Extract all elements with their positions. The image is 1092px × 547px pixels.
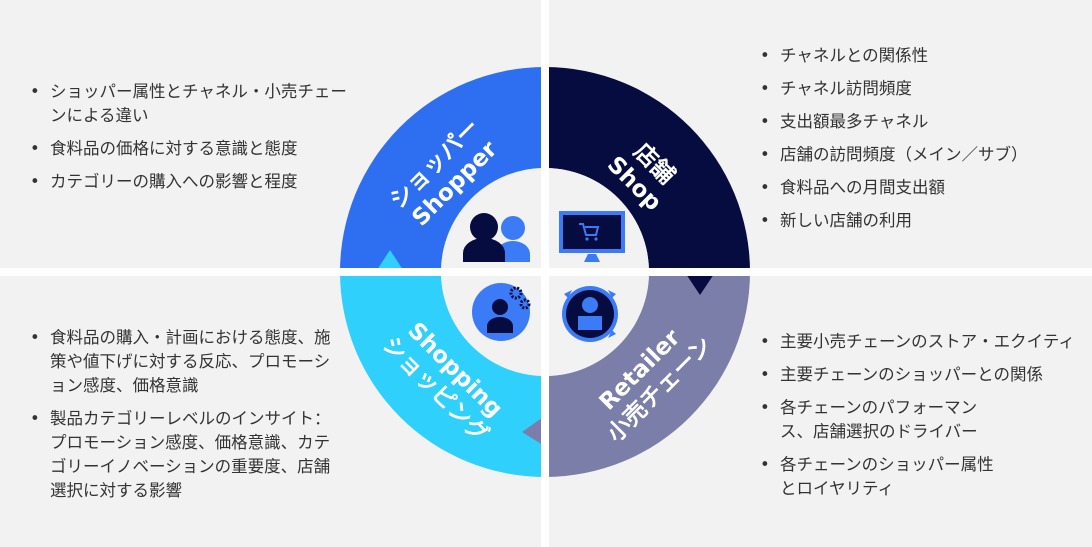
ring — [340, 67, 750, 477]
list-item: 主要小売チェーンのストア・エクイティ — [758, 330, 1075, 354]
shopping-list: 食料品の購入・計画における態度、施策や値下げに対する反応、プロモーション感度、価… — [28, 326, 338, 512]
list-item: 主要チェーンのショッパーとの関係 — [758, 363, 1043, 387]
shopping-behavior-icon — [472, 283, 531, 341]
arrow-notch — [684, 271, 716, 295]
shopper-list: ショッパー属性とチャネル・小売チェーンによる違い 食料品の価格に対する意識と態度… — [28, 80, 348, 203]
online-shop-monitor-icon — [559, 211, 625, 262]
shopper-people-icon — [463, 213, 530, 262]
arrow-notch — [375, 250, 405, 273]
list-item: 各チェーンのパフォーマンス、店舗選択のドライバー — [758, 396, 1008, 444]
shopping-segment — [340, 272, 545, 477]
list-item: 各チェーンのショッパー属性とロイヤリティ — [758, 453, 1008, 501]
list-item: チャネルとの関係性 — [758, 44, 1078, 68]
arrow-notch — [522, 415, 546, 447]
shop-segment — [545, 67, 750, 272]
list-item: ショッパー属性とチャネル・小売チェーンによる違い — [28, 80, 348, 128]
retailer-segment — [545, 272, 750, 477]
list-item: 店舗の訪問頻度（メイン／サブ） — [758, 143, 1078, 167]
list-item: 食料品の購入・計画における態度、施策や値下げに対する反応、プロモーション感度、価… — [28, 326, 338, 398]
list-item: 製品カテゴリーレベルのインサイト：プロモーション感度、価格意識、カテゴリーイノベ… — [28, 407, 338, 503]
list-item: チャネル訪問頻度 — [758, 77, 1078, 101]
shop-list: チャネルとの関係性 チャネル訪問頻度 支出額最多チャネル 店舗の訪問頻度（メイン… — [758, 44, 1078, 242]
shopper-segment — [340, 67, 545, 272]
list-item: 食料品への月間支出額 — [758, 176, 1078, 200]
list-item: カテゴリーの購入への影響と程度 — [28, 170, 348, 194]
list-item: 食料品の価格に対する意識と態度 — [28, 137, 348, 161]
retailer-cycle-icon — [562, 286, 618, 342]
retailer-list: 主要小売チェーンのストア・エクイティ 主要チェーンのショッパーとの関係 各チェー… — [758, 330, 1075, 510]
list-item: 新しい店舗の利用 — [758, 209, 1078, 233]
list-item: 支出額最多チャネル — [758, 110, 1078, 134]
